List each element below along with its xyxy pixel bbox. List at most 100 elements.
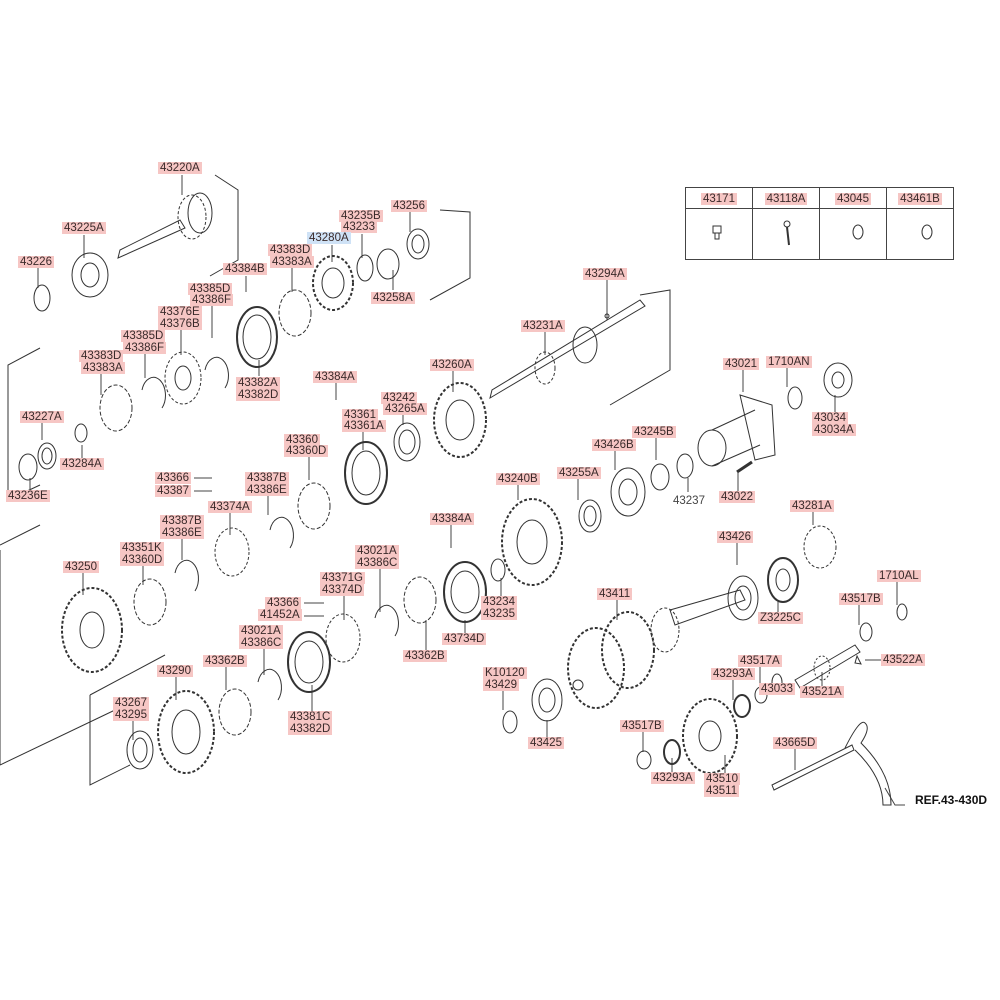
- part-callout[interactable]: 43267: [113, 697, 149, 709]
- part-callout[interactable]: 43387: [155, 485, 191, 497]
- bearing: [767, 557, 799, 603]
- part-callout[interactable]: 43383D: [79, 350, 124, 362]
- part-callout[interactable]: 43665D: [773, 737, 818, 749]
- part-callout[interactable]: 43260A: [430, 359, 474, 371]
- part-callout[interactable]: 43245B: [632, 426, 676, 438]
- part-callout[interactable]: 43376E: [158, 306, 202, 318]
- part-callout[interactable]: 43235: [481, 608, 517, 620]
- part-callout[interactable]: 43383A: [81, 362, 125, 374]
- part-callout[interactable]: 43517A: [738, 655, 782, 667]
- part-callout[interactable]: 43021A: [355, 545, 399, 557]
- part-callout[interactable]: 43425: [528, 737, 564, 749]
- part-callout[interactable]: 43280A: [307, 232, 351, 244]
- part-callout[interactable]: 43371G: [320, 572, 365, 584]
- part-callout[interactable]: 43387B: [245, 472, 289, 484]
- part-callout[interactable]: 43386E: [245, 484, 289, 496]
- part-callout[interactable]: 43265A: [383, 403, 427, 415]
- part-callout[interactable]: 43517B: [620, 720, 664, 732]
- part-callout[interactable]: 43426: [717, 531, 753, 543]
- part-callout[interactable]: 43022: [719, 491, 755, 503]
- part-callout[interactable]: 43034A: [812, 424, 856, 436]
- part-callout[interactable]: 43383A: [270, 256, 314, 268]
- part-callout[interactable]: 43233: [341, 221, 377, 233]
- part-callout[interactable]: 43231A: [521, 320, 565, 332]
- part-callout[interactable]: 1710AL: [877, 570, 921, 582]
- part-callout[interactable]: 43386F: [190, 294, 234, 306]
- part-callout[interactable]: 43293A: [651, 772, 695, 784]
- part-callout[interactable]: 43382D: [236, 389, 281, 401]
- part-callout[interactable]: 43386C: [239, 637, 284, 649]
- part-callout[interactable]: 43293A: [711, 668, 755, 680]
- part-callout[interactable]: 43522A: [881, 654, 925, 666]
- part-callout[interactable]: 43290: [157, 665, 193, 677]
- part-callout[interactable]: 43385D: [188, 283, 233, 295]
- part-callout[interactable]: 43250: [63, 561, 99, 573]
- part-callout[interactable]: 43374A: [208, 501, 252, 513]
- part-callout[interactable]: 43360: [284, 434, 320, 446]
- part-callout[interactable]: 43517B: [839, 593, 883, 605]
- part-callout[interactable]: 43510: [704, 773, 740, 785]
- part-callout[interactable]: 43361: [342, 409, 378, 421]
- table-part-label[interactable]: 43461B: [898, 193, 942, 205]
- part-callout[interactable]: 43033: [759, 683, 795, 695]
- part-callout[interactable]: 43226: [18, 256, 54, 268]
- part-callout[interactable]: 43362B: [403, 650, 447, 662]
- part-callout[interactable]: 1710AN: [766, 356, 812, 368]
- table-part-label[interactable]: 43045: [835, 193, 871, 205]
- part-callout[interactable]: 43360D: [120, 554, 165, 566]
- part-callout[interactable]: 43240B: [496, 473, 540, 485]
- part-callout[interactable]: 43374D: [320, 584, 365, 596]
- part-callout[interactable]: 43385D: [121, 330, 166, 342]
- part-callout[interactable]: 43387B: [160, 515, 204, 527]
- part-callout[interactable]: 43383D: [268, 244, 313, 256]
- part-callout[interactable]: 43382D: [288, 723, 333, 735]
- part-callout[interactable]: 43255A: [557, 467, 601, 479]
- part-callout[interactable]: 43360D: [284, 445, 329, 457]
- part-callout[interactable]: 41452A: [258, 609, 302, 621]
- part-callout[interactable]: 43366: [155, 472, 191, 484]
- part-callout[interactable]: 43429: [483, 679, 519, 691]
- part-callout[interactable]: 43384A: [430, 513, 474, 525]
- part-callout[interactable]: 43384B: [223, 263, 267, 275]
- part-callout[interactable]: K10120: [483, 667, 527, 679]
- part-callout[interactable]: 43521A: [800, 686, 844, 698]
- part-callout[interactable]: 43362B: [203, 655, 247, 667]
- part-callout[interactable]: 43294A: [583, 268, 627, 280]
- table-part-label[interactable]: 43171: [701, 193, 737, 205]
- part-callout[interactable]: 43734D: [442, 633, 487, 645]
- part-callout[interactable]: 43351K: [120, 542, 164, 554]
- part-callout[interactable]: 43242: [381, 392, 417, 404]
- part-callout[interactable]: 43021A: [239, 625, 283, 637]
- part-callout[interactable]: 43426B: [592, 439, 636, 451]
- part-callout[interactable]: 43234: [481, 596, 517, 608]
- reverse-idler-shaft: [794, 644, 861, 689]
- part-callout[interactable]: 43381C: [288, 711, 333, 723]
- part-callout[interactable]: 43237: [673, 495, 705, 507]
- part-callout[interactable]: 43411: [597, 588, 633, 600]
- part-callout[interactable]: 43386C: [355, 557, 400, 569]
- part-callout[interactable]: 43225A: [62, 222, 106, 234]
- part-callout[interactable]: 43361A: [342, 420, 386, 432]
- part-callout[interactable]: 43384A: [313, 371, 357, 383]
- part-callout[interactable]: 43281A: [790, 500, 834, 512]
- part-callout[interactable]: Z3225C: [758, 612, 803, 624]
- part-callout[interactable]: 43295: [113, 709, 149, 721]
- part-callout[interactable]: 43382A: [236, 377, 280, 389]
- part-callout[interactable]: 43376B: [158, 318, 202, 330]
- part-callout[interactable]: 43511: [704, 785, 740, 797]
- part-callout[interactable]: 43220A: [158, 162, 202, 174]
- part-callout[interactable]: 43284A: [60, 458, 104, 470]
- part-callout[interactable]: 43258A: [371, 292, 415, 304]
- table-part-label[interactable]: 43118A: [764, 193, 808, 205]
- part-callout[interactable]: 43386F: [123, 342, 167, 354]
- part-callout[interactable]: 43235B: [339, 210, 383, 222]
- part-callout[interactable]: 43034: [812, 412, 848, 424]
- part-callout[interactable]: 43386E: [160, 527, 204, 539]
- part-callout[interactable]: 43236E: [6, 490, 50, 502]
- part-callout[interactable]: 43366: [265, 597, 301, 609]
- bearing: [578, 499, 602, 533]
- part-callout[interactable]: 43021: [723, 358, 759, 370]
- part-callout[interactable]: 43256: [391, 200, 427, 212]
- reference-note[interactable]: REF.43-430D: [915, 793, 988, 807]
- part-callout[interactable]: 43227A: [20, 411, 64, 423]
